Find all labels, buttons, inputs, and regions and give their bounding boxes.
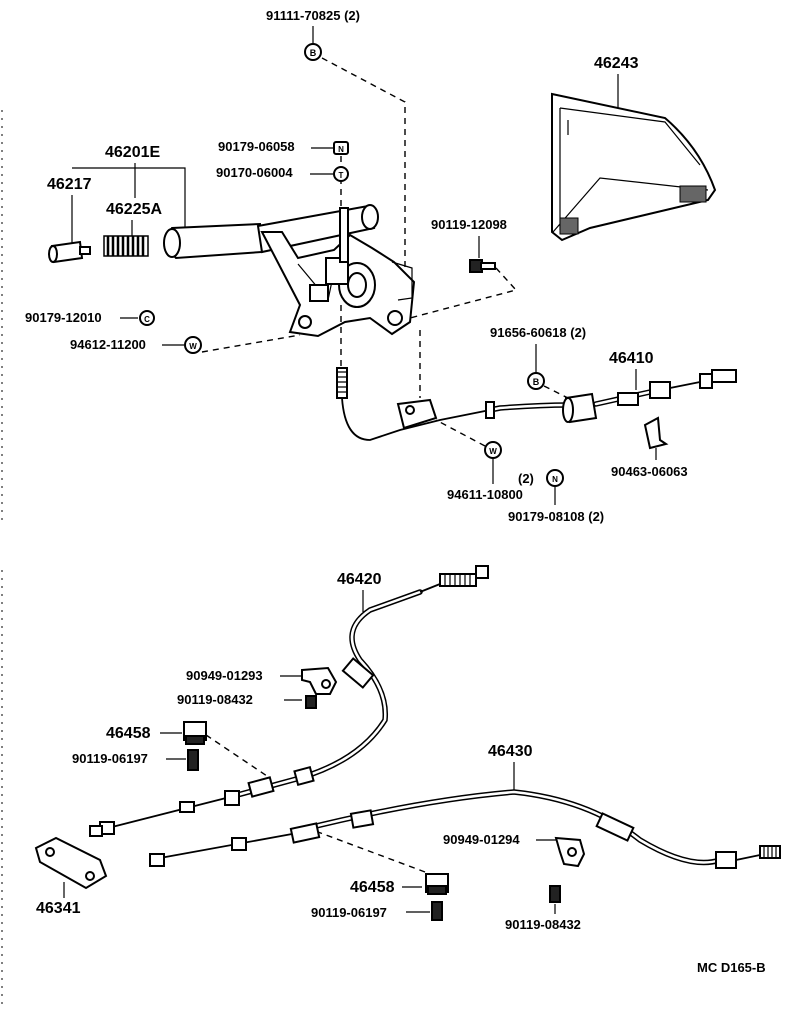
washer-symbol-94611-10800: W xyxy=(484,441,502,459)
svg-text:B: B xyxy=(310,48,317,58)
label-46458-top: 46458 xyxy=(106,725,151,742)
label-46420: 46420 xyxy=(337,571,382,588)
svg-text:C: C xyxy=(144,315,150,324)
retainer-46458-bottom xyxy=(425,873,449,895)
label-90463-06063: 90463-06063 xyxy=(611,464,688,479)
bolt-90119-12098 xyxy=(469,259,496,273)
label-94612-11200: 94612-11200 xyxy=(70,337,146,352)
clamp-90949-01293 xyxy=(301,666,338,695)
diagram-reference-code: MC D165-B xyxy=(697,960,766,975)
svg-text:W: W xyxy=(189,342,197,351)
label-46410: 46410 xyxy=(609,350,654,367)
svg-text:N: N xyxy=(338,145,344,154)
label-46458-bottom: 46458 xyxy=(350,879,395,896)
front-cable-46410 xyxy=(336,367,737,441)
label-91111-70825: 91111-70825 (2) xyxy=(266,8,360,23)
bracket-46341 xyxy=(34,836,108,890)
label-46430: 46430 xyxy=(488,743,533,760)
bolt-b-symbol-top: B xyxy=(304,43,322,61)
lever-boot-cover xyxy=(551,92,717,242)
label-90949-01294: 90949-01294 xyxy=(443,832,520,847)
nut-symbol-90179-08108: N xyxy=(546,469,564,487)
label-90179-08108: 90179-08108 (2) xyxy=(508,509,604,524)
label-46225A: 46225A xyxy=(106,201,162,218)
label-91656-60618: 91656-60618 (2) xyxy=(490,325,586,340)
leader-46201E xyxy=(72,167,186,228)
clamp-90949-01294 xyxy=(554,836,586,868)
label-90119-12098: 90119-12098 xyxy=(431,217,507,232)
dash-bolt-to-lever xyxy=(409,267,518,319)
rear-cable-46420 xyxy=(89,565,489,837)
bolt-90119-08432-bottom xyxy=(549,885,561,903)
nut-symbol-90179-12010: C xyxy=(139,310,155,326)
bolt-90119-06197-bottom xyxy=(431,901,443,921)
label-90119-08432-bottom: 90119-08432 xyxy=(505,917,581,932)
svg-text:B: B xyxy=(533,377,540,387)
dash-retainer-bottom xyxy=(317,831,426,873)
spring-46225A xyxy=(103,235,149,257)
clip-90463-06063 xyxy=(643,416,669,450)
bolt-b-symbol-mid: B xyxy=(527,372,545,390)
label-46243: 46243 xyxy=(594,55,639,72)
rear-cable-46430 xyxy=(149,789,781,869)
clip-symbol-90170-06004: T xyxy=(333,166,349,182)
label-90119-08432-top: 90119-08432 xyxy=(177,692,253,707)
svg-text:W: W xyxy=(489,447,497,456)
nut-symbol-90179-06058: N xyxy=(333,141,349,155)
dash-bolt-to-intermediate xyxy=(543,385,569,399)
parking-brake-lever xyxy=(163,204,416,338)
release-button-46217 xyxy=(48,240,91,264)
washer-symbol-94612-11200: W xyxy=(184,336,202,354)
label-90119-06197-bottom: 90119-06197 xyxy=(311,905,387,920)
label-90949-01293: 90949-01293 xyxy=(186,668,263,683)
bolt-90119-06197-top xyxy=(187,749,199,771)
dash-bolt-to-bracket xyxy=(321,57,406,270)
dash-washer-to-equalizer xyxy=(435,419,486,447)
label-94611-10800: 94611-10800 xyxy=(447,487,523,502)
label-46217: 46217 xyxy=(47,176,92,193)
label-90179-08108-qty: (2) xyxy=(518,471,534,486)
label-90179-12010: 90179-12010 xyxy=(25,310,102,325)
label-46341: 46341 xyxy=(36,900,81,917)
label-46201E: 46201E xyxy=(105,144,160,161)
dash-washer-to-lever xyxy=(201,334,301,353)
dash-retainer-top xyxy=(205,734,271,779)
label-90119-06197-top: 90119-06197 xyxy=(72,751,148,766)
svg-text:T: T xyxy=(339,171,344,180)
svg-text:N: N xyxy=(552,475,558,484)
retainer-46458-top xyxy=(183,721,207,745)
label-90170-06004: 90170-06004 xyxy=(216,165,293,180)
label-90179-06058: 90179-06058 xyxy=(218,139,295,154)
bolt-90119-08432-top xyxy=(305,695,317,709)
